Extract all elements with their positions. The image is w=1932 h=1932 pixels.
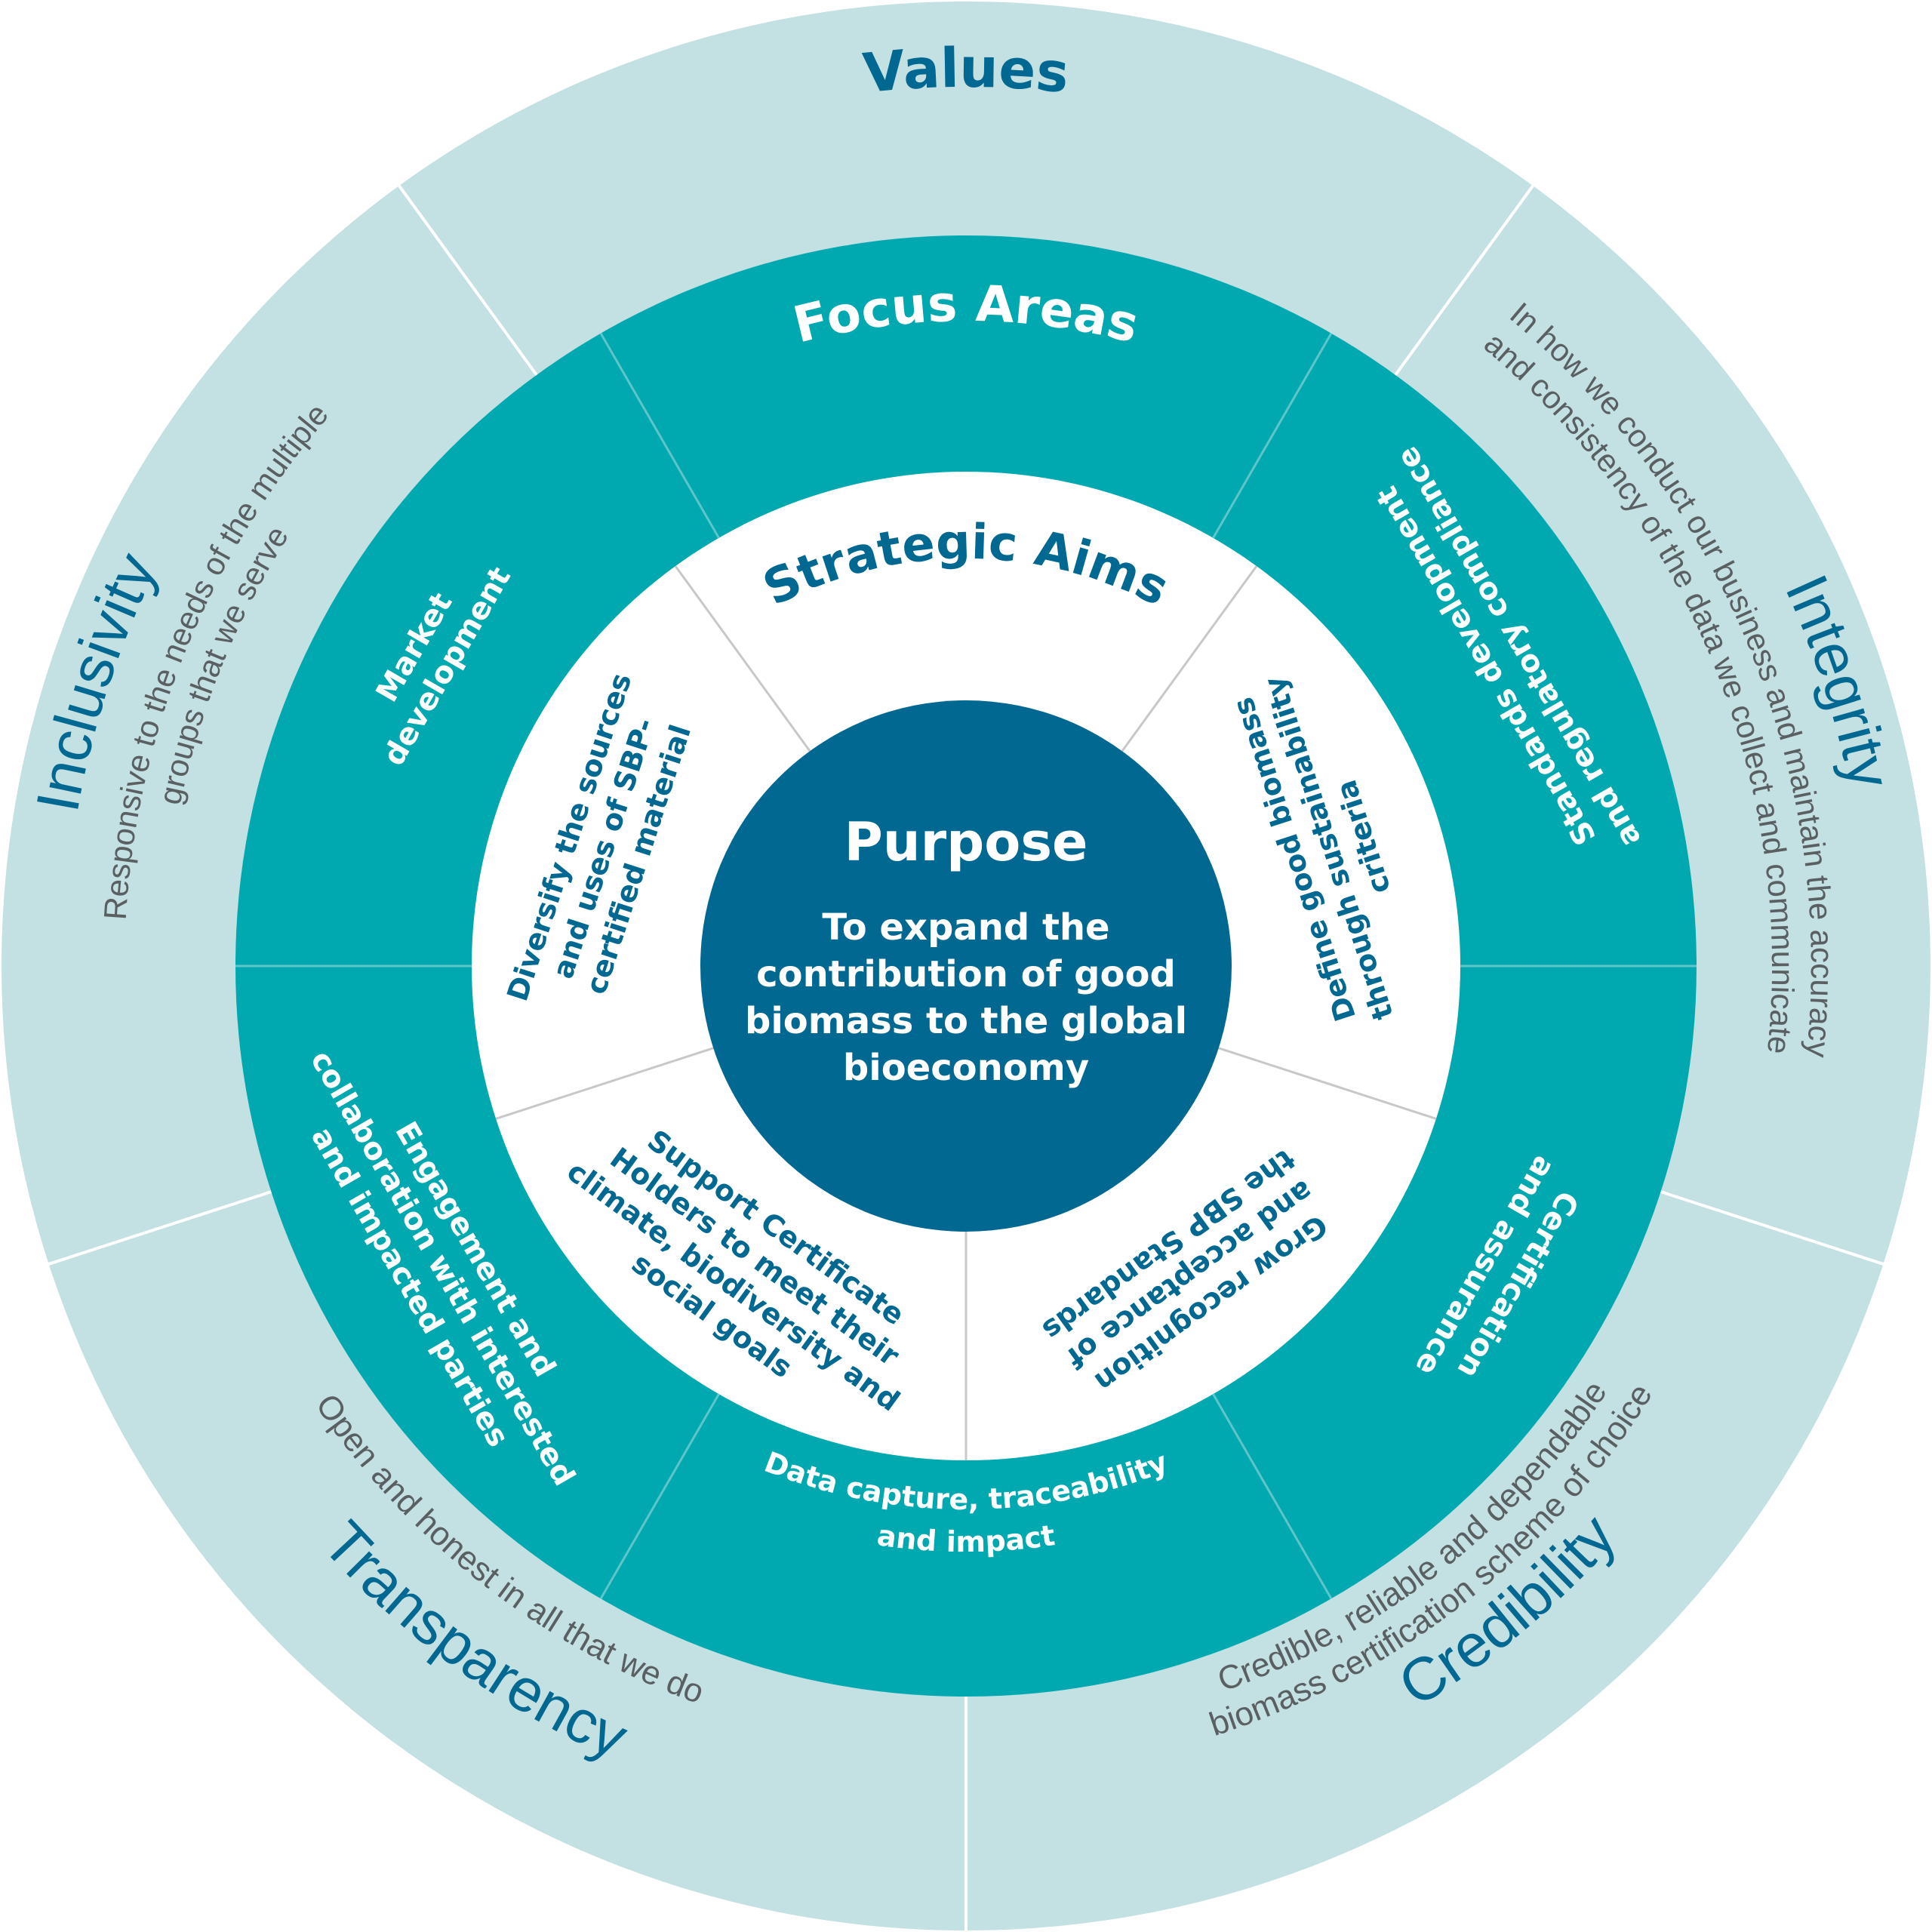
values-heading: Values xyxy=(860,36,1072,106)
values-heading-text: Values xyxy=(860,36,1072,106)
values-divider xyxy=(397,183,538,377)
aims-divider xyxy=(1121,565,1258,752)
aims-divider xyxy=(495,1047,714,1120)
focus-divider xyxy=(599,332,720,539)
dividers xyxy=(47,183,1885,1932)
purpose-statement-line: biomass to the global xyxy=(745,1000,1187,1042)
purpose-statement-line: bioeconomy xyxy=(843,1047,1089,1089)
values-divider xyxy=(47,1190,272,1266)
purpose-heading: Purpose xyxy=(844,811,1088,873)
values-divider xyxy=(1394,183,1535,377)
values-divider xyxy=(1660,1190,1885,1266)
focus-divider xyxy=(1212,332,1333,539)
purpose-statement-line: To expand the xyxy=(822,906,1109,949)
aims-divider xyxy=(674,565,811,752)
focus-divider xyxy=(599,1393,720,1600)
purpose-circle xyxy=(700,700,1232,1232)
aims-divider xyxy=(1218,1047,1437,1120)
focus-divider xyxy=(1212,1393,1333,1600)
purpose-statement-line: contribution of good xyxy=(756,953,1176,995)
